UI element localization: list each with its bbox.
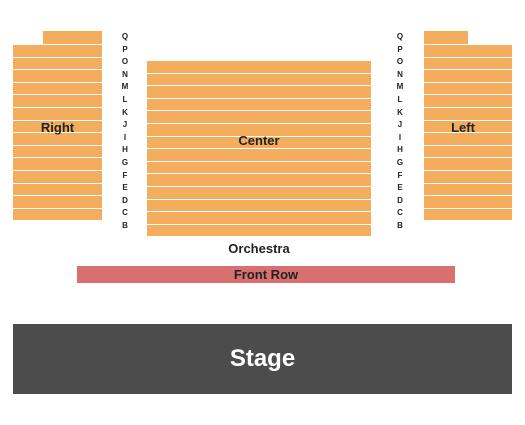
section-center-row[interactable] [147,149,371,162]
row-letter: H [397,145,403,155]
row-letter: K [122,107,128,117]
section-left[interactable]: Left [424,31,512,222]
stage: Stage [13,324,512,394]
section-center-row[interactable] [147,111,371,124]
section-left-row[interactable] [424,95,512,108]
row-letter: Q [396,32,404,41]
row-letter: E [122,183,128,193]
section-right-row[interactable] [13,133,102,146]
section-left-row[interactable] [424,70,512,83]
section-center[interactable]: Center [147,61,371,238]
row-letter: L [397,94,403,104]
section-right-row[interactable] [13,158,102,171]
row-letter: B [122,220,128,230]
row-letter: J [397,120,403,130]
section-left-row-top[interactable] [424,31,468,45]
section-left-row[interactable] [424,82,512,96]
section-center-row[interactable] [147,86,371,99]
row-letter: J [122,120,128,130]
front-row-section[interactable]: Front Row [77,266,455,283]
row-letter: N [122,69,128,79]
row-letter: M [396,82,404,92]
section-right-row[interactable] [13,208,102,222]
row-letter: D [122,195,128,205]
row-letter: B [397,220,403,230]
section-right-row[interactable] [13,45,102,58]
row-letter: M [121,82,129,92]
section-center-row[interactable] [147,61,371,74]
section-right-row[interactable] [13,82,102,96]
section-center-row[interactable] [147,124,371,137]
section-center-row[interactable] [147,136,371,150]
row-letter: H [122,145,128,155]
section-left-row[interactable] [424,145,512,159]
row-letter: N [397,69,403,79]
orchestra-label: Orchestra [228,241,290,256]
section-center-row[interactable] [147,212,371,225]
section-center-row[interactable] [147,98,371,112]
row-letter: G [396,157,404,167]
row-letter: Q [121,32,129,41]
section-left-row[interactable] [424,108,512,121]
row-letter: O [396,57,404,67]
row-letter: F [122,170,128,180]
section-center-row[interactable] [147,224,371,238]
section-right-row[interactable] [13,183,102,197]
section-left-row[interactable] [424,183,512,197]
row-letter: E [397,183,403,193]
section-right-row[interactable] [13,196,102,209]
row-letter: K [397,107,403,117]
section-right-row[interactable] [13,108,102,121]
section-right-row[interactable] [13,57,102,71]
section-center-row[interactable] [147,73,371,87]
row-letter: P [397,44,403,54]
row-letter: D [397,195,403,205]
section-left-row[interactable] [424,45,512,58]
section-left-row[interactable] [424,133,512,146]
row-letter: C [122,208,128,218]
section-left-row[interactable] [424,171,512,184]
row-letter: L [122,94,128,104]
section-left-row[interactable] [424,208,512,222]
section-right-row[interactable] [13,95,102,108]
section-center-row[interactable] [147,161,371,175]
section-right-row[interactable] [13,120,102,134]
section-right-row-top[interactable] [43,31,102,45]
row-letter: I [123,132,127,142]
row-letter: P [122,44,128,54]
row-letter: O [121,57,129,67]
section-left-row[interactable] [424,120,512,134]
section-right-row[interactable] [13,171,102,184]
section-right-row[interactable] [13,145,102,159]
row-letter: C [397,208,403,218]
row-letter: F [397,170,403,180]
row-letter: I [398,132,402,142]
section-right-row[interactable] [13,70,102,83]
section-left-row[interactable] [424,57,512,71]
section-left-row[interactable] [424,158,512,171]
section-center-row[interactable] [147,199,371,213]
row-letter: G [121,157,129,167]
section-center-row[interactable] [147,174,371,187]
section-right[interactable]: Right [13,31,102,222]
section-left-row[interactable] [424,196,512,209]
section-center-row[interactable] [147,187,371,200]
